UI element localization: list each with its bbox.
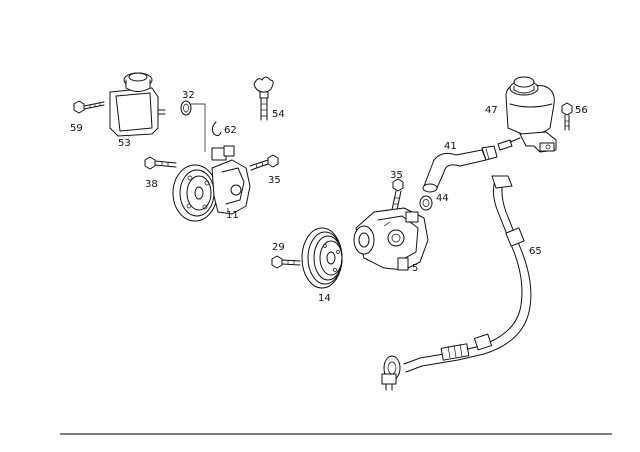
part-53-reservoir [109,72,166,137]
part-38-bolt [144,156,177,170]
part-41-suction-hose [422,145,498,193]
label-65: 65 [529,246,542,257]
part-35-bolt-a [249,154,279,171]
label-56: 56 [575,105,588,116]
part-44-seal-ring [419,195,433,211]
part-47-reservoir [497,76,557,153]
label-38: 38 [145,179,158,190]
part-11-power-steering-pump [172,145,251,222]
part-32-seal [180,100,206,152]
label-35-b: 35 [390,170,403,181]
label-44: 44 [436,193,449,204]
part-62-clip [211,121,222,137]
part-54-screw [253,76,274,121]
label-35-a: 35 [268,175,281,186]
label-32: 32 [182,90,195,101]
part-29-bolt [271,255,301,269]
part-59-bolt [73,100,105,114]
label-11: 11 [226,210,239,221]
label-54: 54 [272,109,285,120]
part-35-bolt-b [391,178,404,211]
part-5-pump [353,207,429,271]
label-41: 41 [444,141,457,152]
label-53: 53 [118,138,131,149]
part-56-bolt [561,102,573,131]
label-5: 5 [412,263,418,274]
label-59: 59 [70,123,83,134]
part-14-pulley [301,227,343,289]
part-65-pressure-hose [381,175,532,391]
label-29: 29 [272,242,285,253]
label-62: 62 [224,125,237,136]
label-47: 47 [485,105,498,116]
label-14: 14 [318,293,331,304]
